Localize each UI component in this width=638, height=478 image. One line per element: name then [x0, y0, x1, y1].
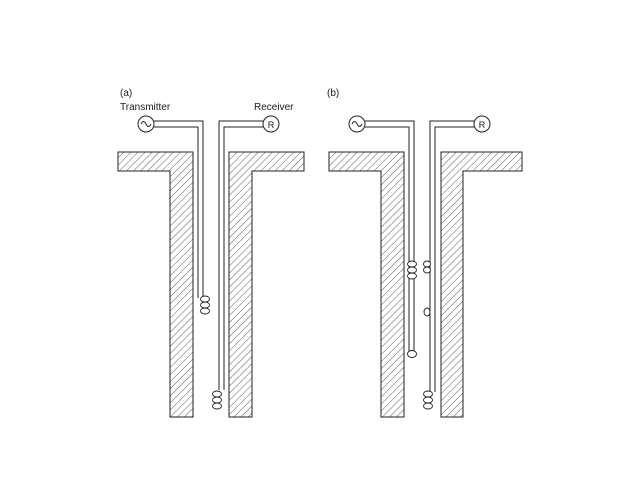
ground-wall-right: [228, 151, 305, 418]
transmitter-cable: [154, 120, 204, 298]
sine-icon: [140, 121, 152, 127]
receiver-symbol-b: R: [479, 120, 486, 130]
ground-wall-left-b: [328, 151, 405, 418]
receiver-coil-icon: [212, 390, 222, 410]
receiver-device-b: R: [473, 115, 491, 133]
panel-a-label: (a): [120, 88, 132, 99]
transmitter-source-b: [348, 115, 366, 133]
receiver-cable: [218, 120, 263, 390]
transmitter-source: [137, 115, 155, 133]
panel-a: (a) Transmitter Receiver R: [117, 88, 305, 418]
transmitter-coil-icon: [200, 295, 210, 315]
sine-icon: [351, 121, 363, 127]
receiver-cable-b: [429, 120, 474, 392]
ground-wall-left: [117, 151, 194, 418]
panel-b: (b) R: [327, 88, 523, 418]
transmitter-coil-lower-icon: [407, 350, 417, 358]
transmitter-label: Transmitter: [120, 102, 171, 113]
panel-b-label: (b): [327, 88, 339, 99]
receiver-symbol: R: [268, 120, 275, 130]
ground-wall-right-b: [440, 151, 523, 418]
receiver-coil-icon: [423, 260, 431, 317]
receiver-coil-lower-icon: [423, 390, 433, 410]
receiver-device: R: [262, 115, 280, 133]
receiver-label: Receiver: [254, 102, 294, 113]
transmitter-coil-icon: [407, 260, 417, 280]
